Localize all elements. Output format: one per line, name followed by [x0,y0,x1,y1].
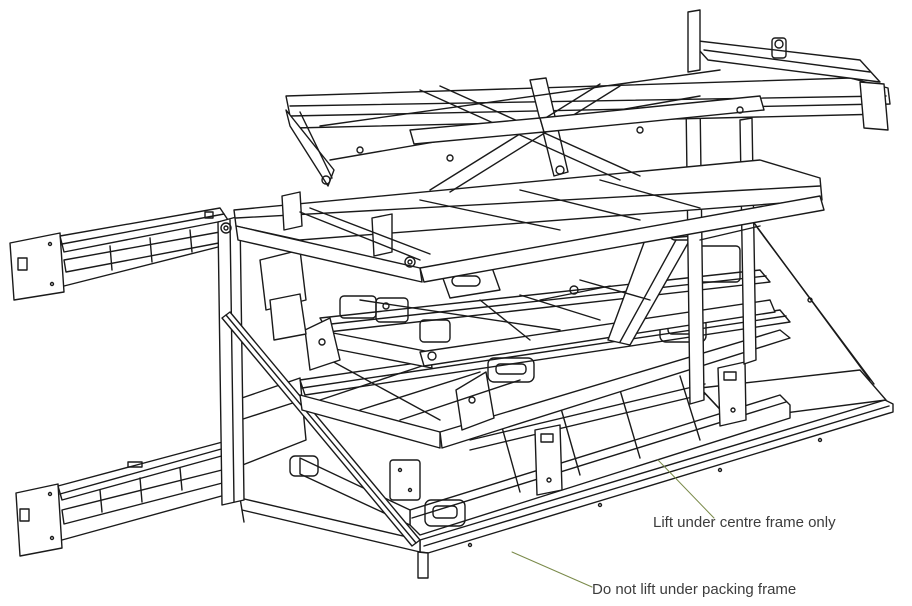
callout-packing-frame: Do not lift under packing frame [592,581,797,598]
lower-boom-arm [15,377,307,557]
upper-frame [233,159,825,283]
leader-packing-frame [511,551,593,588]
diagonal-brace [221,311,421,547]
packing-frame [239,369,894,579]
top-rail-frame [285,9,891,193]
callout-leaders [511,459,715,588]
leader-centre-frame [657,459,715,519]
left-upright [217,215,245,506]
mounting-plates [534,361,747,496]
upper-boom-arm [9,207,229,301]
callout-centre-frame: Lift under centre frame only [653,514,836,531]
